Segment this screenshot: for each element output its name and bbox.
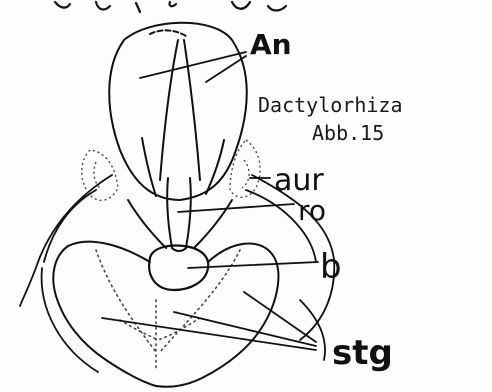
bursicle-label: b	[320, 247, 342, 287]
auricle-right	[230, 140, 260, 197]
rostellum-label: ro	[298, 194, 326, 227]
genus-caption: Dactylorhiza	[258, 93, 403, 117]
stigma-stippling	[96, 250, 240, 370]
stigma-label: stg	[332, 333, 393, 373]
anther	[109, 23, 247, 200]
auricle-label: aur	[274, 163, 324, 198]
figure-number: Abb.15	[312, 121, 384, 145]
anther-label: An	[250, 28, 292, 61]
rostellum	[128, 178, 232, 251]
top-edge-fragment	[55, 2, 286, 12]
